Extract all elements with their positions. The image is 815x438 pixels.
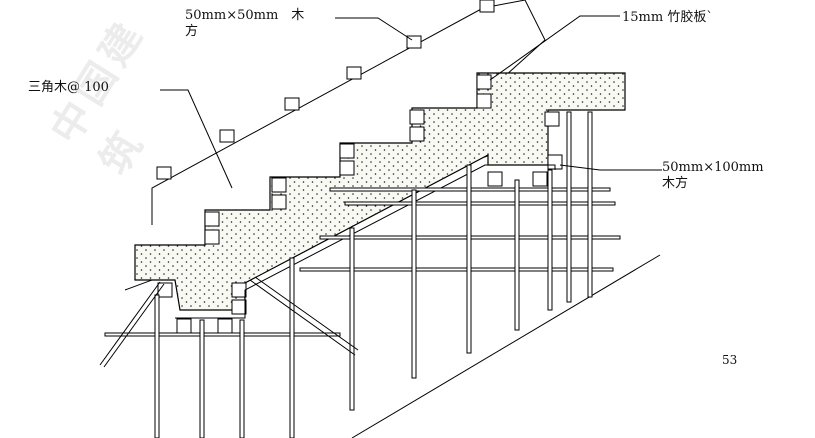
bottom-board [175,164,556,319]
label-large-batten: 50mm×100mm 木方 [662,160,764,191]
slope-line-outer [351,254,661,438]
top-chord-battens [156,0,495,180]
label-triangle-wood: 三角木@ 100 [28,80,109,95]
page-number: 53 [722,353,738,367]
vertical-supports [154,111,593,438]
leader-lines [160,15,662,189]
triangle-wood-outline [151,0,546,225]
diagonal-braces [99,276,359,368]
label-bamboo-board: 15mm 竹胶板` [622,10,713,25]
label-small-batten: 50mm×50mm 木 方 [185,8,305,39]
